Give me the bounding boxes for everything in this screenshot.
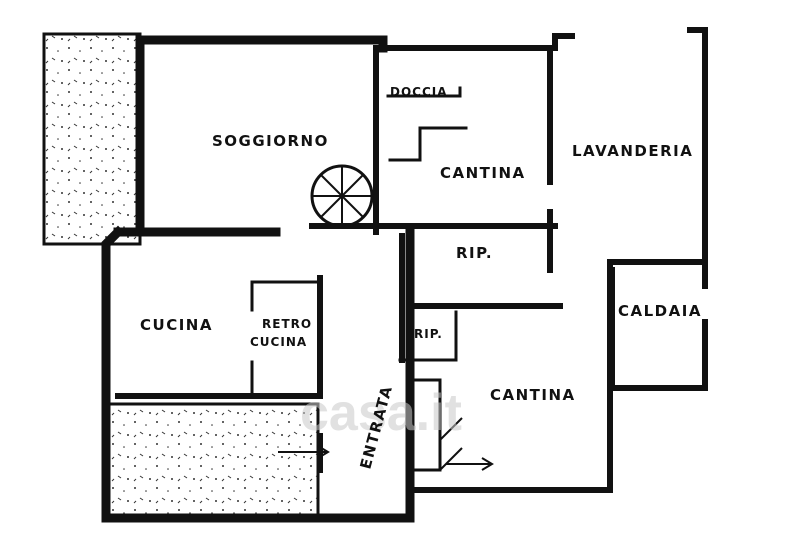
- room-label-rip-top: RIP.: [456, 244, 493, 262]
- room-label-doccia: DOCCIA: [390, 85, 448, 99]
- outer-walls: [101, 27, 708, 523]
- terrace-bottom: [104, 402, 320, 518]
- room-label-soggiorno: SOGGIORNO: [212, 132, 329, 150]
- terrace-left: [42, 32, 142, 246]
- room-label-cantina-top: CANTINA: [440, 164, 526, 182]
- room-label-rip-small: RIP.: [414, 327, 443, 341]
- room-label-cucina: CUCINA: [140, 316, 213, 334]
- room-label-caldaia: CALDAIA: [618, 302, 702, 320]
- room-label-lavanderia: LAVANDERIA: [572, 142, 693, 160]
- spiral-stair-icon: [310, 164, 374, 228]
- watermark: casa.it: [300, 384, 462, 442]
- room-label-retro-line1: RETRO: [262, 317, 312, 331]
- straight-stair: [414, 378, 463, 472]
- arrow-right-icon: [278, 445, 330, 459]
- room-label-cantina-bottom: CANTINA: [490, 386, 576, 404]
- room-label-retro-line2: CUCINA: [250, 335, 307, 349]
- arrow-right-icon: [446, 457, 494, 471]
